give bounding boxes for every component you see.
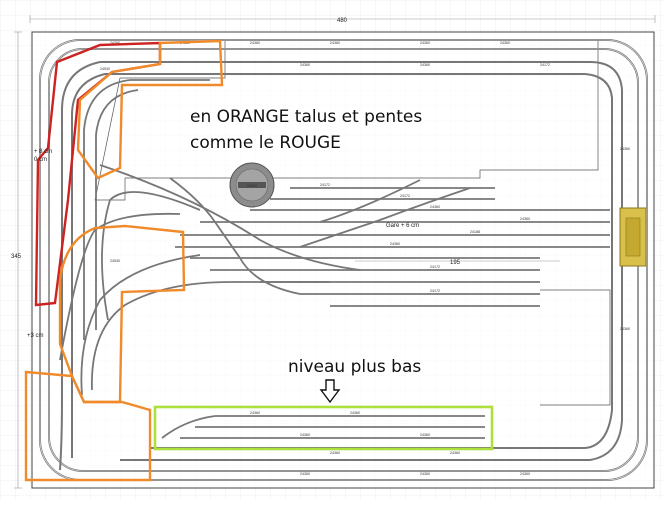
svg-text:24360: 24360 (330, 451, 340, 455)
station-tracks (99, 164, 610, 307)
svg-text:24360: 24360 (300, 433, 310, 437)
svg-text:24360: 24360 (420, 41, 430, 45)
svg-text:24172: 24172 (540, 63, 550, 67)
svg-text:24530: 24530 (100, 67, 110, 71)
level-plus3-label: +3 cm (27, 333, 44, 339)
svg-text:24360: 24360 (110, 41, 120, 45)
svg-text:24360: 24360 (390, 242, 400, 246)
svg-text:24172: 24172 (430, 289, 440, 293)
svg-text:24360: 24360 (430, 205, 440, 209)
svg-text:24360: 24360 (450, 451, 460, 455)
bridge (619, 207, 647, 267)
baseboard-outline (31, 31, 655, 489)
level-zero-label: 0 cm (34, 157, 47, 163)
left-ramp-tracks (59, 79, 330, 396)
lower-level-note: niveau plus bas (288, 357, 421, 377)
svg-text:24188: 24188 (470, 230, 480, 234)
svg-text:24360: 24360 (420, 433, 430, 437)
level-plus8-label: + 8 cm (34, 149, 52, 155)
yard-outline (540, 289, 611, 406)
svg-text:24172: 24172 (400, 194, 410, 198)
svg-text:24360: 24360 (350, 411, 360, 415)
turntable: 24800 (229, 162, 275, 208)
inner-dimension: 195 (355, 260, 560, 266)
middle-loop (59, 61, 623, 471)
svg-text:24360: 24360 (520, 217, 530, 221)
orange-note-line2: comme le ROUGE (190, 133, 341, 153)
green-lower-level-zone (153, 405, 494, 451)
orange-note-line1: en ORANGE talus et pentes (190, 107, 422, 127)
svg-text:24530: 24530 (110, 259, 120, 263)
svg-text:24360: 24360 (620, 327, 630, 331)
track-code-labels: 24360 24360 24360 24360 24360 24360 2436… (100, 41, 630, 476)
svg-text:24360: 24360 (520, 472, 530, 476)
svg-text:24360: 24360 (420, 63, 430, 67)
svg-text:24172: 24172 (430, 265, 440, 269)
svg-text:24172: 24172 (320, 183, 330, 187)
svg-text:24360: 24360 (330, 41, 340, 45)
down-arrow-icon (319, 379, 341, 404)
svg-text:24360: 24360 (300, 63, 310, 67)
width-dimension: 480 (29, 15, 656, 24)
svg-text:24360: 24360 (620, 147, 630, 151)
svg-text:24360: 24360 (250, 41, 260, 45)
svg-text:24360: 24360 (250, 411, 260, 415)
platform-outline (94, 39, 599, 201)
turntable-label: 24800 (247, 184, 257, 188)
svg-text:24360: 24360 (420, 472, 430, 476)
height-dimension: 345 (11, 31, 22, 489)
height-label: 345 (11, 254, 22, 260)
inner-dimension-label: 195 (450, 260, 461, 266)
station-level-label: Gare + 6 cm (386, 223, 419, 229)
svg-text:24360: 24360 (300, 472, 310, 476)
width-label: 480 (337, 18, 348, 24)
svg-text:24360: 24360 (500, 41, 510, 45)
orange-zones (24, 39, 224, 482)
lower-level-tracks (161, 415, 485, 439)
